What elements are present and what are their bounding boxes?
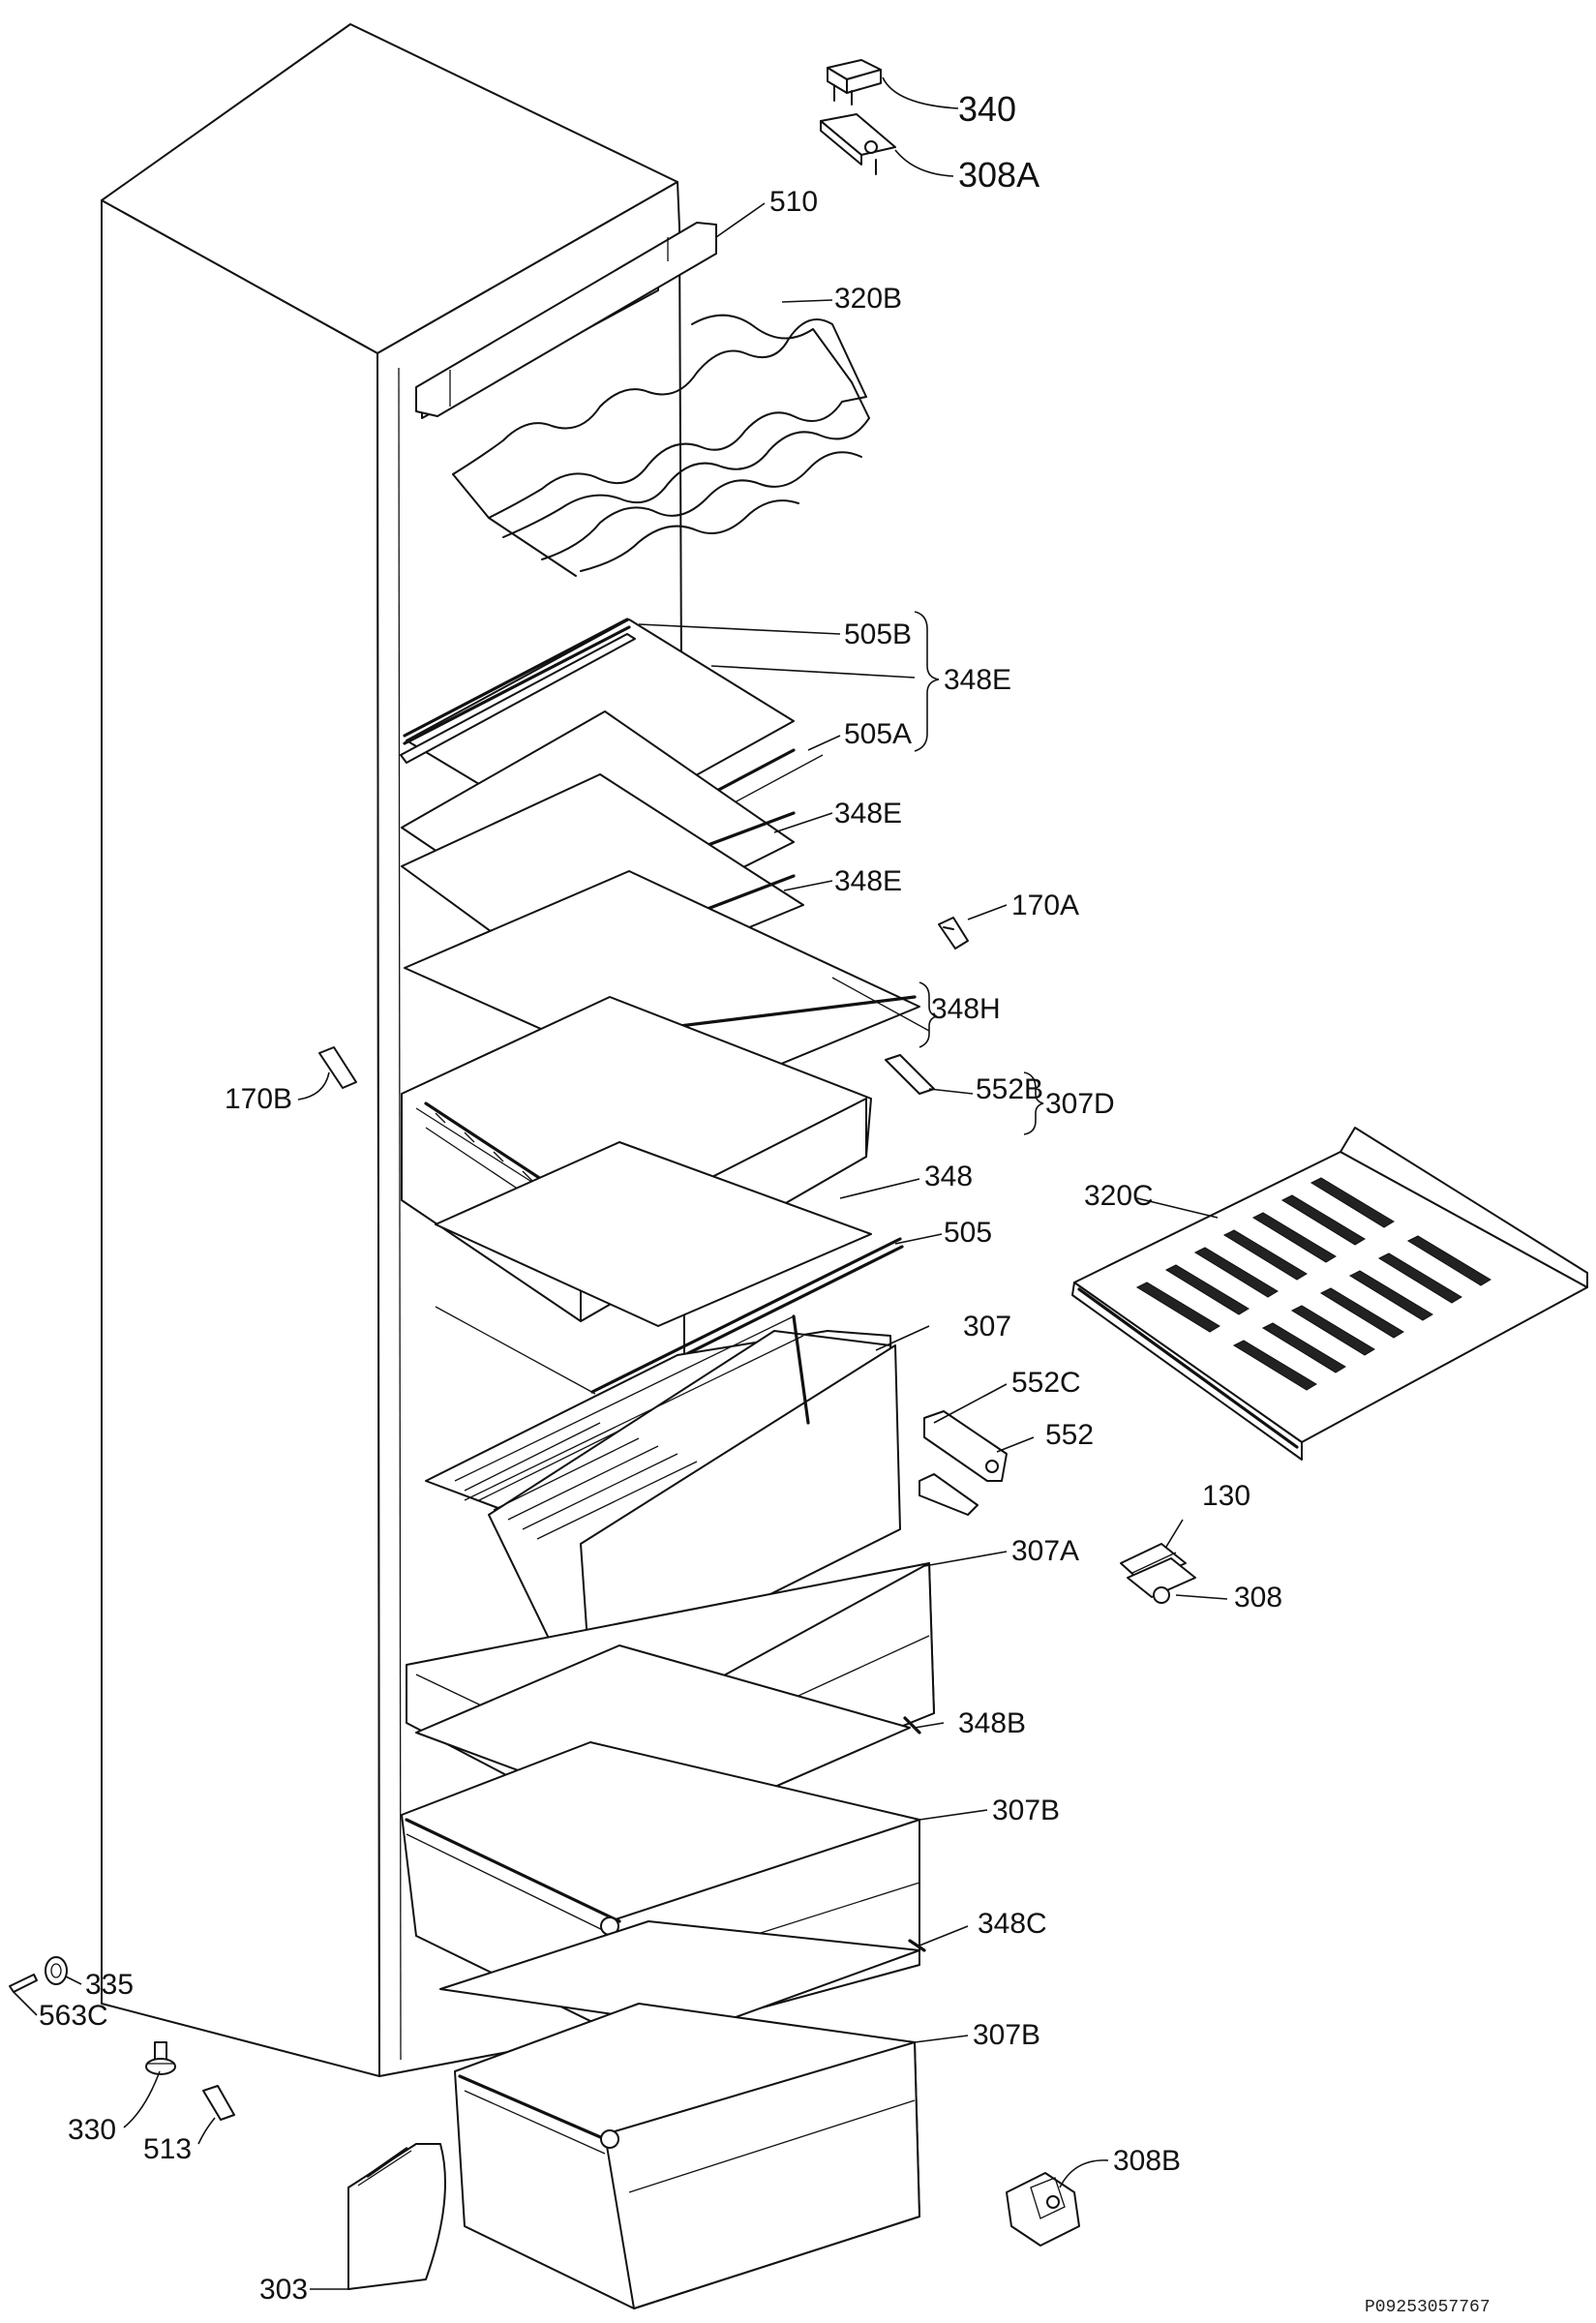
part-307B-drawer-lower [454, 2003, 920, 2309]
label-348E-b: 348E [834, 798, 902, 830]
part-563C-pin [9, 1974, 38, 1993]
label-348B: 348B [958, 1707, 1026, 1739]
part-labels: 340 308A 510 320B 505B 348E 505A 348E 34… [39, 89, 1282, 2306]
label-563C: 563C [39, 2000, 108, 2032]
label-552C: 552C [1011, 1367, 1081, 1399]
label-340: 340 [958, 89, 1016, 129]
label-307B-b: 307B [973, 2019, 1040, 2051]
label-552: 552 [1045, 1419, 1094, 1451]
part-320B-wine-rack [452, 314, 870, 577]
label-348E-c: 348E [834, 865, 902, 897]
part-307-drawer [425, 1314, 901, 1685]
label-307D: 307D [1045, 1088, 1115, 1120]
grille-slots [1135, 1177, 1491, 1391]
label-170B: 170B [225, 1083, 292, 1115]
part-513-bracket [202, 2085, 235, 2121]
label-505A: 505A [844, 718, 912, 750]
part-308B-hinge [1006, 2172, 1080, 2247]
label-308: 308 [1234, 1582, 1282, 1614]
label-348E-a: 348E [944, 664, 1011, 696]
label-510: 510 [769, 186, 818, 218]
label-170A: 170A [1011, 890, 1079, 921]
label-513: 513 [143, 2133, 192, 2165]
part-552C-552-rails [918, 1410, 1008, 1516]
part-170B [318, 1046, 357, 1089]
diagram-code: P09253057767 [1365, 2298, 1491, 2317]
label-348H: 348H [931, 993, 1001, 1025]
label-303: 303 [259, 2274, 308, 2306]
braces [914, 611, 1044, 1135]
label-307A: 307A [1011, 1535, 1079, 1567]
part-170A [938, 917, 969, 950]
label-320C: 320C [1084, 1180, 1154, 1212]
label-308A: 308A [958, 155, 1039, 195]
label-130: 130 [1202, 1480, 1250, 1512]
part-320C-grille-shelf [1071, 1127, 1588, 1461]
part-340 [827, 59, 882, 106]
label-320B: 320B [834, 283, 902, 315]
part-303-kick-plate [347, 2143, 446, 2290]
part-130-308-hinge [1120, 1543, 1196, 1604]
label-308B: 308B [1113, 2145, 1181, 2177]
label-505: 505 [944, 1217, 992, 1249]
part-510 [415, 222, 717, 417]
drawer-307-ribs [464, 1422, 698, 1540]
part-552B-rail [885, 1054, 935, 1095]
part-335-bushing [45, 1956, 68, 1985]
label-330: 330 [68, 2114, 116, 2146]
label-348: 348 [924, 1161, 973, 1192]
label-307: 307 [963, 1311, 1011, 1343]
label-335: 335 [85, 1969, 134, 2001]
label-348C: 348C [978, 1908, 1047, 1940]
label-307B-a: 307B [992, 1795, 1060, 1826]
part-348-shelf [435, 1141, 872, 1327]
label-552B: 552B [976, 1073, 1043, 1105]
part-308A [820, 113, 896, 175]
part-330-adjustable-foot [145, 2041, 176, 2075]
leader-lines [13, 76, 1228, 2290]
label-505B: 505B [844, 618, 912, 650]
